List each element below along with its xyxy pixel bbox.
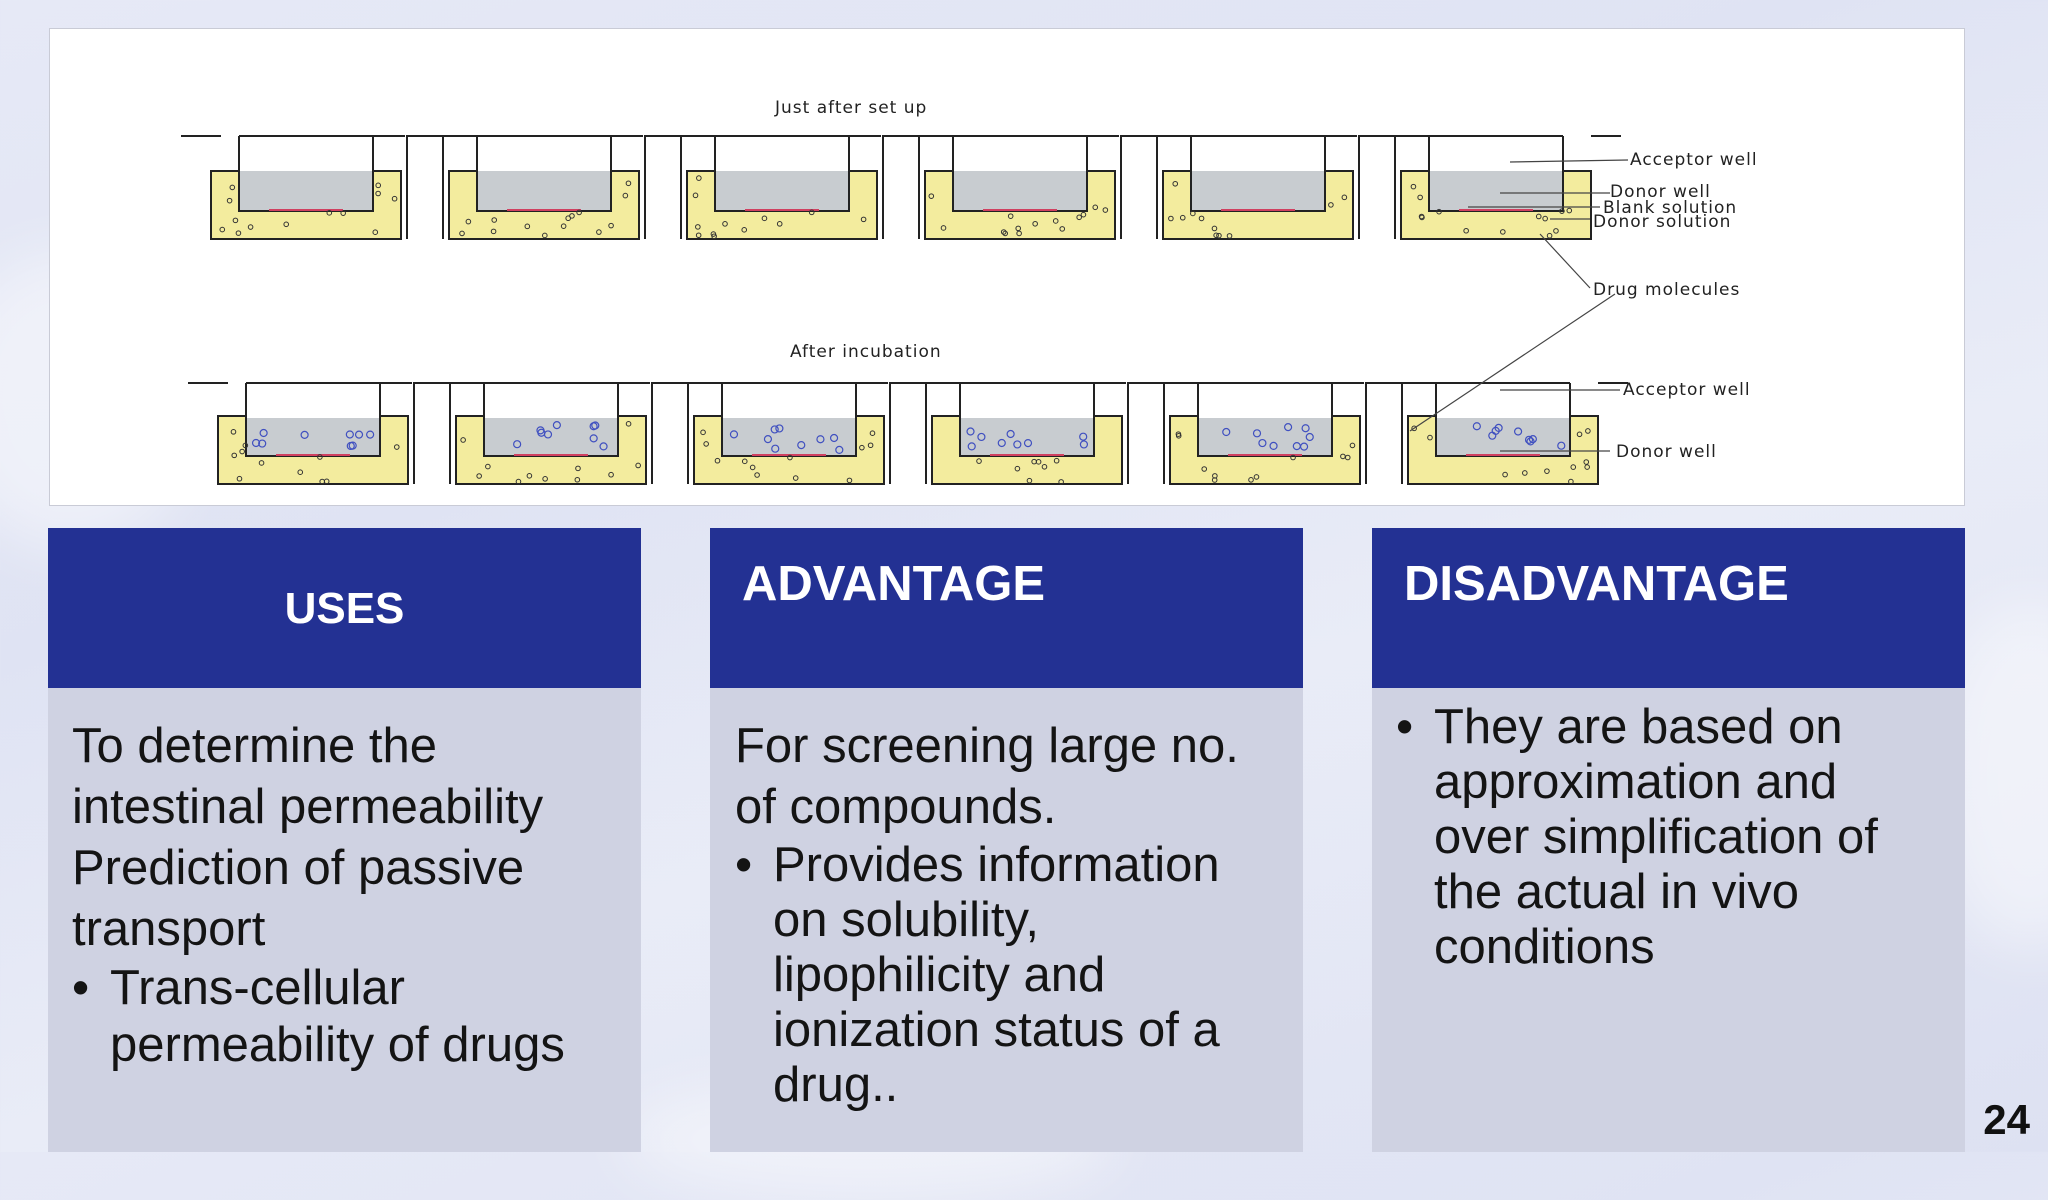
label-drug-molecules: Drug molecules — [1593, 280, 1740, 300]
disadvantage-title: DISADVANTAGE — [1404, 557, 1789, 611]
acceptor-solution — [477, 171, 611, 211]
disadvantage-column: DISADVANTAGE • They are based on approxi… — [1372, 528, 1965, 1152]
advantage-bullet-item: • Provides information on solubility, li… — [735, 838, 1279, 1113]
uses-bullet-text: Trans-cellular permeability of drugs — [110, 961, 565, 1072]
row-after-incubation — [188, 382, 1628, 485]
disadvantage-body: • They are based on approximation and ov… — [1372, 688, 1965, 1152]
caption-after-incubation: After incubation — [790, 342, 942, 362]
uses-line-3: Prediction of passive — [72, 841, 525, 895]
advantage-body: For screening large no. of compounds. • … — [710, 688, 1303, 1152]
label-blank-solution: Blank solution — [1603, 198, 1737, 218]
label-donor-well-top: Donor well — [1610, 182, 1711, 202]
acceptor-solution — [1436, 418, 1570, 456]
bullet-dot: • — [735, 838, 753, 892]
acceptor-solution — [960, 418, 1094, 456]
advantage-text: For screening large no. of compounds. — [735, 719, 1239, 834]
uses-title: USES — [284, 584, 405, 633]
advantage-bullet-text: Provides information on solubility, lipo… — [773, 838, 1220, 1112]
acceptor-solution — [239, 171, 373, 211]
acceptor-solution — [722, 418, 856, 456]
slide-number: 24 — [1983, 1096, 2030, 1143]
bullet-dot: • — [1396, 700, 1414, 754]
advantage-header: ADVANTAGE — [710, 528, 1303, 688]
row-just-after-setup — [181, 135, 1621, 240]
label-donor-well-bottom: Donor well — [1616, 442, 1717, 462]
acceptor-solution — [246, 418, 380, 456]
bullet-dot: • — [72, 961, 90, 1015]
uses-body: To determine the intestinal permeability… — [48, 688, 641, 1152]
pampa-diagram: Just after set up After incubation Accep… — [181, 98, 1758, 485]
disadvantage-bullet-text: They are based on approximation and over… — [1434, 700, 1878, 974]
uses-column: USES To determine the intestinal permeab… — [48, 528, 641, 1152]
acceptor-solution — [1429, 171, 1563, 211]
uses-line-1: To determine the — [72, 719, 437, 773]
uses-bullet-item: • Trans-cellular permeability of drugs — [72, 960, 621, 1074]
uses-header: USES — [48, 528, 641, 688]
acceptor-solution — [715, 171, 849, 211]
caption-just-after-setup: Just after set up — [774, 98, 927, 118]
uses-line-4: transport — [72, 902, 266, 956]
label-acceptor-well-bottom: Acceptor well — [1623, 380, 1751, 400]
acceptor-solution — [1191, 171, 1325, 211]
label-donor-solution: Donor solution — [1593, 212, 1731, 232]
acceptor-solution — [1198, 418, 1332, 456]
disadvantage-header: DISADVANTAGE — [1372, 528, 1965, 688]
uses-line-2: intestinal permeability — [72, 780, 544, 834]
advantage-column: ADVANTAGE For screening large no. of com… — [710, 528, 1303, 1152]
disadvantage-bullet-item: • They are based on approximation and ov… — [1396, 700, 1915, 975]
label-acceptor-well-top: Acceptor well — [1630, 150, 1758, 170]
acceptor-solution — [953, 171, 1087, 211]
diagram-panel: Just after set up After incubation Accep… — [49, 28, 1965, 506]
advantage-title: ADVANTAGE — [742, 557, 1046, 611]
